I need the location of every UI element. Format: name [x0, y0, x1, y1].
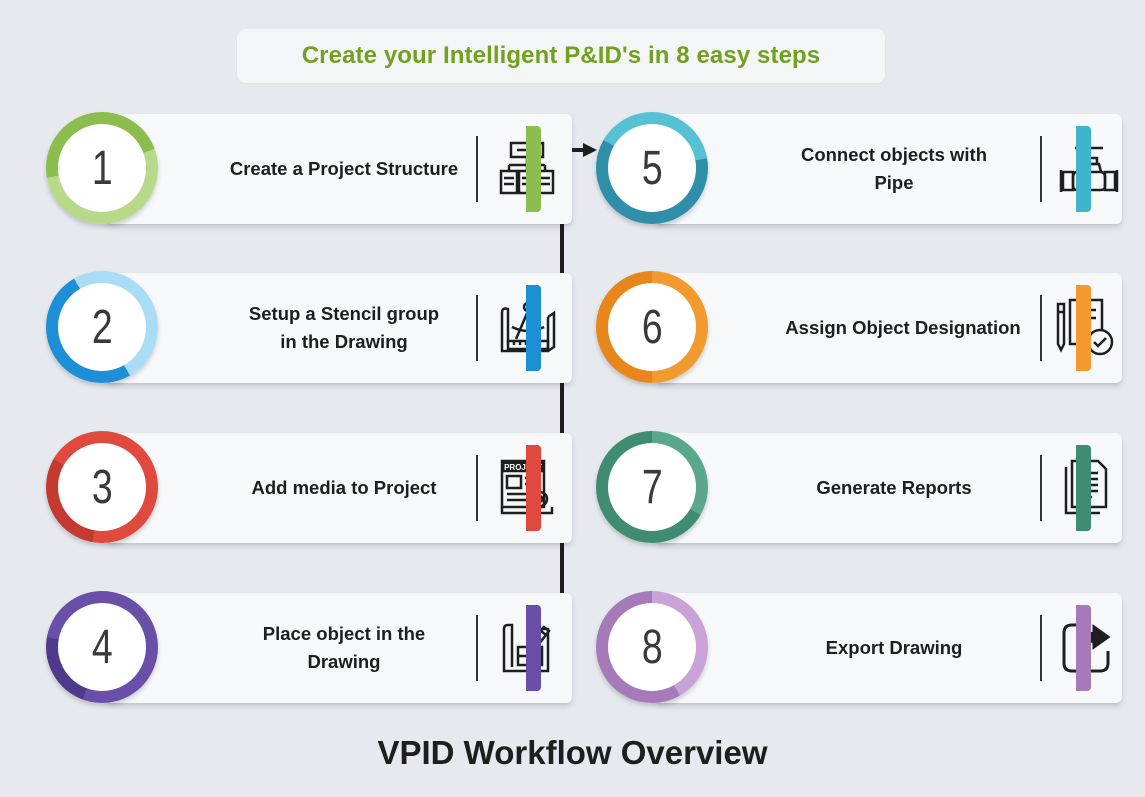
step-7: Generate Reports 7: [596, 431, 1122, 545]
step-card: Generate Reports: [656, 433, 1122, 543]
step-tab: [526, 285, 541, 371]
step-label: Add media to Project: [251, 477, 437, 498]
step-card: Export Drawing: [656, 593, 1122, 703]
step-label: Place object in the Drawing: [262, 623, 426, 672]
step-number-ring: 1: [46, 112, 158, 224]
step-number: 7: [641, 460, 663, 514]
step-number-ring: 2: [46, 271, 158, 383]
step-card: Assign Object Designation: [656, 273, 1122, 383]
step-tab: [526, 126, 541, 212]
divider: [1040, 295, 1042, 361]
step-number-ring: 4: [46, 591, 158, 703]
step-number: 6: [641, 300, 663, 354]
step-label: Generate Reports: [816, 477, 972, 498]
step-card: Setup a Stencil group in the Drawing: [106, 273, 572, 383]
step-8: Export Drawing 8: [596, 591, 1122, 705]
step-card: Create a Project Structure: [106, 114, 572, 224]
step-5: Connect objects with Pipe 5: [596, 112, 1122, 226]
step-number: 2: [91, 300, 113, 354]
step-number: 3: [91, 460, 113, 514]
step-4: Place object in the Drawing 4: [46, 591, 572, 705]
footer-title: VPID Workflow Overview: [377, 734, 768, 771]
divider: [476, 136, 478, 202]
step-number: 8: [641, 620, 663, 674]
divider: [1040, 455, 1042, 521]
step-tab: [1076, 126, 1091, 212]
step-card: Connect objects with Pipe: [656, 114, 1122, 224]
step-number-ring: 7: [596, 431, 708, 543]
step-card: Add media to Project PROJECT: [106, 433, 572, 543]
step-tab: [1076, 285, 1091, 371]
step-tab: [1076, 445, 1091, 531]
step-3: Add media to Project PROJECT 3: [46, 431, 572, 545]
step-label: Create a Project Structure: [229, 158, 459, 179]
step-number-ring: 5: [596, 112, 708, 224]
divider: [476, 295, 478, 361]
divider: [1040, 615, 1042, 681]
svg-text:PROJECT: PROJECT: [504, 463, 542, 472]
step-tab: [526, 605, 541, 691]
header-banner: Create your Intelligent P&ID's in 8 easy…: [237, 29, 885, 83]
divider: [476, 615, 478, 681]
step-card: Place object in the Drawing: [106, 593, 572, 703]
page-title: Create your Intelligent P&ID's in 8 easy…: [301, 42, 821, 69]
step-6: Assign Object Designation 6: [596, 271, 1122, 385]
step-label: Assign Object Designation: [785, 317, 1021, 338]
step-2: Setup a Stencil group in the Drawing 2: [46, 271, 572, 385]
step-number: 4: [91, 620, 113, 674]
step-number-ring: 8: [596, 591, 708, 703]
step-number: 1: [91, 141, 113, 195]
step-number-ring: 6: [596, 271, 708, 383]
step-label: Setup a Stencil group in the Drawing: [248, 303, 440, 352]
step-label: Connect objects with Pipe: [800, 144, 988, 193]
step-tab: [526, 445, 541, 531]
step-label: Export Drawing: [825, 637, 963, 658]
step-1: Create a Project Structure 1: [46, 112, 572, 226]
step-number-ring: 3: [46, 431, 158, 543]
step-tab: [1076, 605, 1091, 691]
step-number: 5: [641, 141, 663, 195]
divider: [476, 455, 478, 521]
divider: [1040, 136, 1042, 202]
